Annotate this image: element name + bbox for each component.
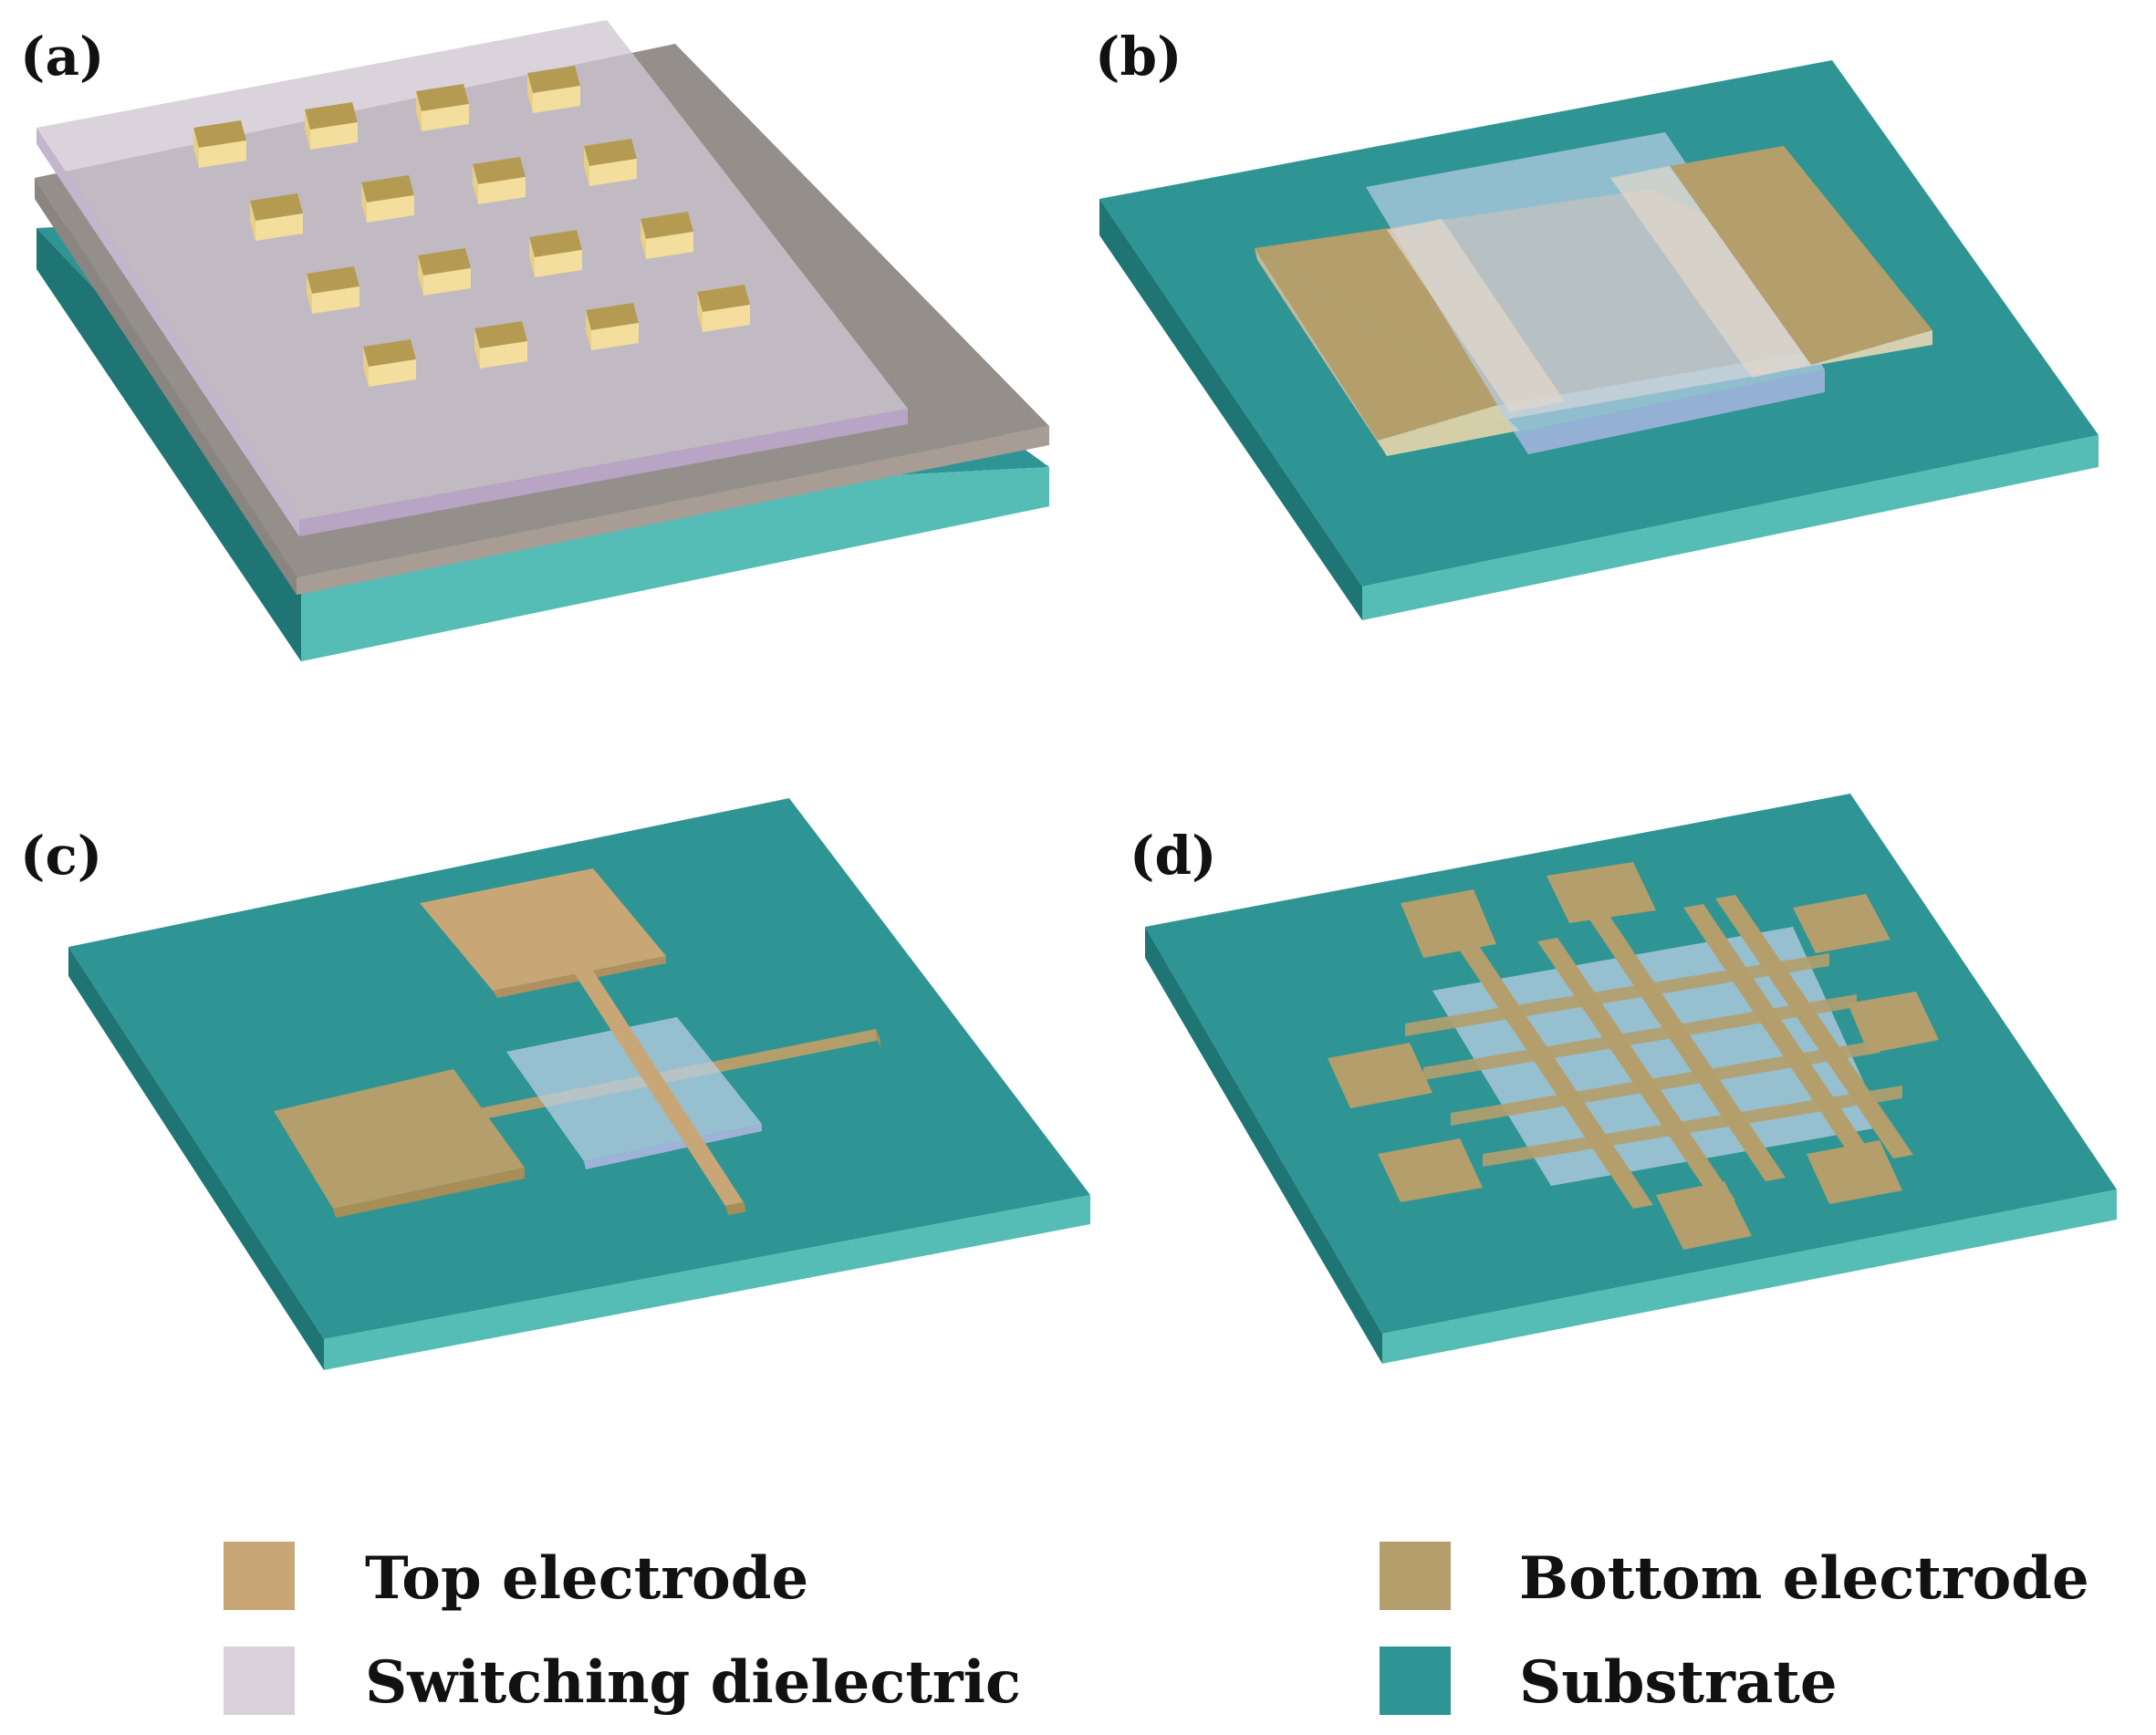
panel-c — [68, 798, 1090, 1370]
bottom-electrode-line — [1483, 1086, 1902, 1167]
top-electrode-pad — [586, 303, 639, 350]
panel-b — [1099, 60, 2099, 620]
top-electrode-pad — [474, 321, 527, 369]
top-electrode-pad — [193, 120, 246, 168]
top-electrode-pad-array — [193, 66, 750, 387]
top-electrode-pad — [473, 157, 526, 204]
top-electrode-line — [1588, 913, 1786, 1181]
panel-label-d: (d) — [1130, 825, 1216, 887]
panel-label-a: (a) — [20, 26, 104, 88]
legend: Top electrode Switching dielectric Botto… — [224, 1542, 2089, 1717]
top-electrode-pad — [529, 230, 582, 277]
top-electrode-pad — [416, 84, 469, 131]
top-electrode — [1387, 146, 1932, 412]
legend-label-substrate: Substrate — [1519, 1648, 1838, 1717]
top-electrode-pad — [250, 193, 303, 241]
legend-label-switching-dielectric: Switching dielectric — [365, 1648, 1021, 1717]
legend-swatch-switching-dielectric — [224, 1647, 295, 1715]
top-electrode-pad — [418, 248, 471, 296]
top-electrode-pad — [361, 175, 414, 223]
switching-dielectric-layer — [36, 20, 908, 536]
panel-d — [1145, 794, 2117, 1364]
top-electrode-pad — [307, 266, 359, 314]
top-electrode-line — [1455, 940, 1653, 1209]
switching-dielectric-film — [506, 1017, 762, 1169]
crossbar-lines — [1405, 895, 1913, 1209]
panel-label-b: (b) — [1095, 26, 1182, 88]
legend-swatch-bottom-electrode — [1380, 1542, 1451, 1610]
legend-label-bottom-electrode: Bottom electrode — [1519, 1544, 2089, 1613]
top-electrode-line — [1537, 938, 1735, 1204]
top-electrode-line — [1715, 895, 1913, 1158]
legend-swatch-top-electrode — [224, 1542, 295, 1610]
top-electrode-pad — [305, 102, 358, 150]
panel-a — [35, 20, 1049, 661]
top-electrode-pad — [363, 339, 416, 387]
top-electrode — [420, 868, 746, 1215]
top-electrode-pad — [697, 285, 750, 332]
panel-label-c: (c) — [20, 825, 102, 887]
bottom-electrode-line — [1423, 994, 1857, 1080]
top-electrode-pad — [584, 139, 637, 186]
switching-dielectric-film — [1432, 927, 1884, 1186]
legend-swatch-substrate — [1380, 1647, 1451, 1715]
contact-pads — [1328, 862, 1939, 1250]
top-electrode-pad — [641, 212, 693, 259]
bottom-electrode-line — [1451, 1040, 1880, 1126]
top-electrode-line — [1683, 904, 1881, 1172]
legend-label-top-electrode: Top electrode — [365, 1544, 808, 1613]
top-electrode-pad — [527, 66, 580, 113]
